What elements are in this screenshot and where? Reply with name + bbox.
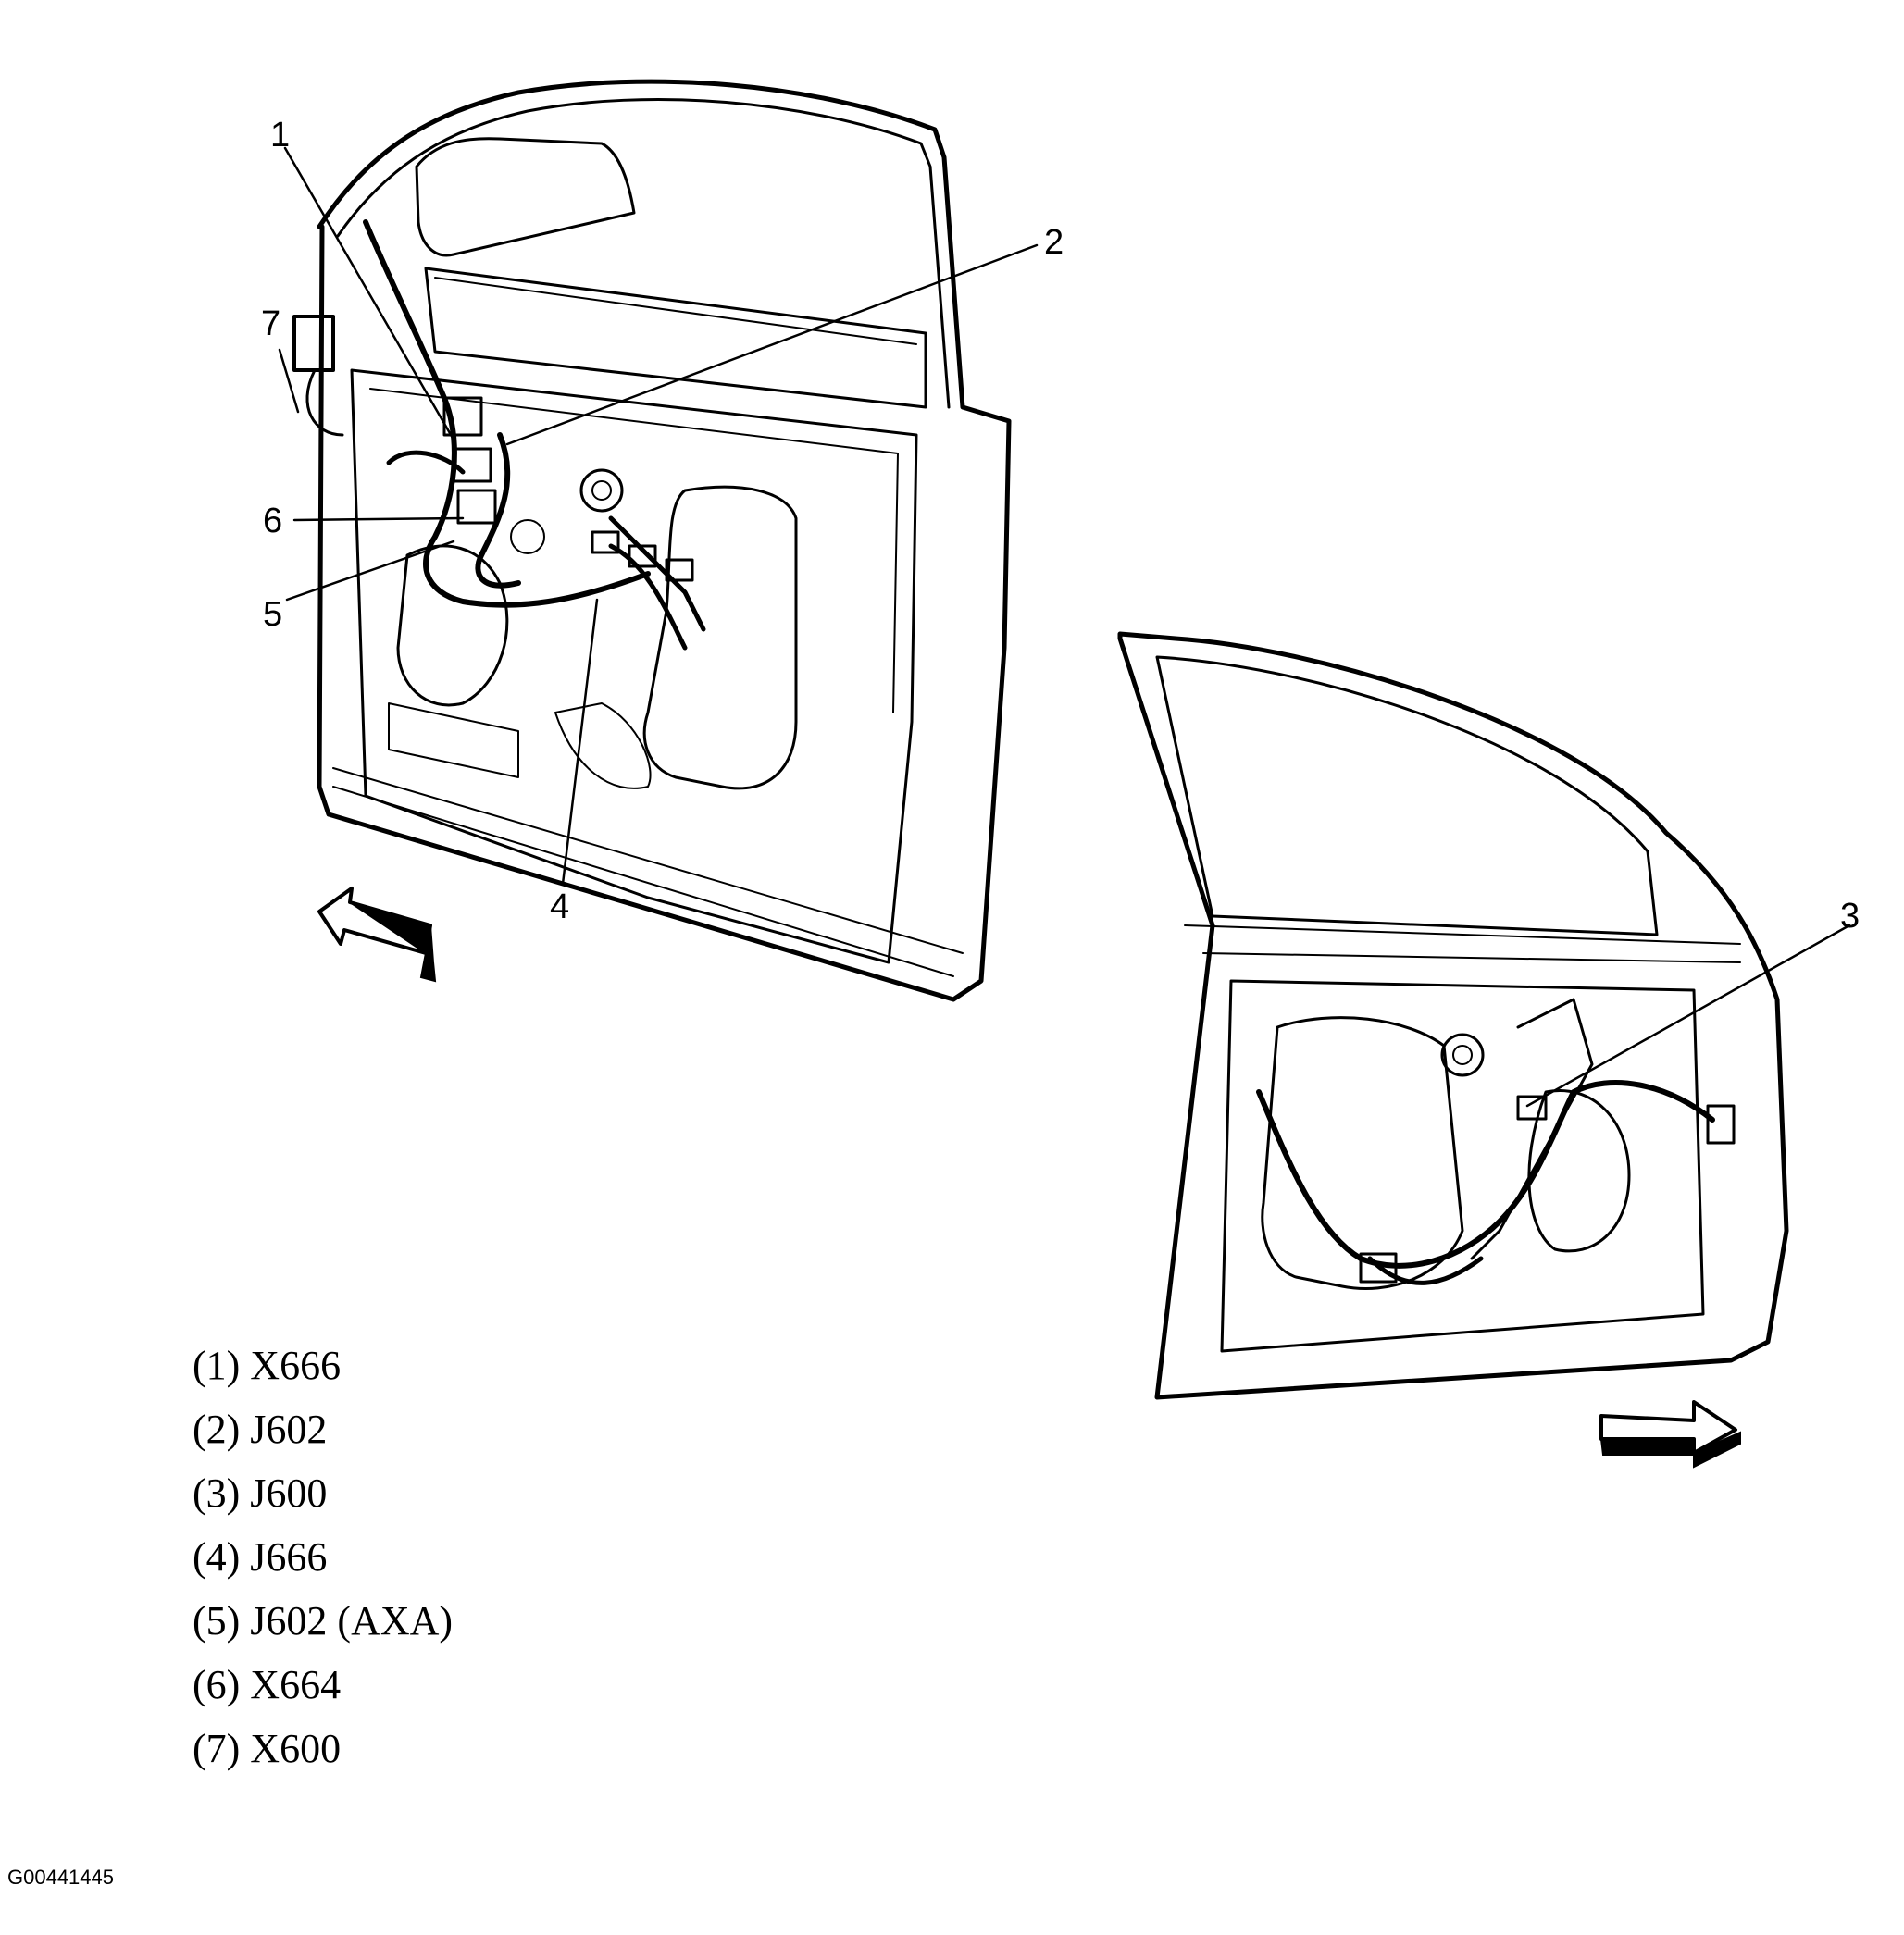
- leader-3: [1525, 924, 1851, 1108]
- callout-7: 7: [261, 304, 280, 343]
- legend-item-5: (5) J602 (AXA): [193, 1598, 453, 1644]
- left-door-illustration: [292, 79, 1012, 1002]
- leader-1: [283, 146, 455, 441]
- legend-item-1: (1) X666: [193, 1343, 341, 1388]
- leader-5: [285, 540, 455, 602]
- leader-6: [292, 516, 465, 522]
- forward-arrow-right: [1599, 1400, 1741, 1469]
- legend-item-4: (4) J666: [193, 1534, 327, 1580]
- callout-6: 6: [263, 502, 282, 540]
- callout-5: 5: [263, 595, 282, 634]
- legend-item-2: (2) J602: [193, 1407, 327, 1452]
- right-door-illustration: [1117, 631, 1789, 1400]
- leader-2: [505, 243, 1039, 446]
- forward-arrow-left: [317, 887, 437, 983]
- legend-item-7: (7) X600: [193, 1726, 341, 1771]
- legend-item-3: (3) J600: [193, 1470, 327, 1516]
- callout-4: 4: [550, 887, 569, 926]
- leader-7: [278, 348, 300, 414]
- leader-lines: [278, 146, 1851, 1108]
- legend-item-6: (6) X664: [193, 1662, 341, 1707]
- figure-id: G00441445: [7, 1866, 114, 1889]
- leader-4: [561, 598, 599, 886]
- callout-1: 1: [270, 116, 290, 155]
- callout-2: 2: [1044, 223, 1064, 262]
- callout-3: 3: [1840, 897, 1860, 936]
- legend: (1) X666 (2) J602 (3) J600 (4) J666 (5) …: [193, 1343, 453, 1771]
